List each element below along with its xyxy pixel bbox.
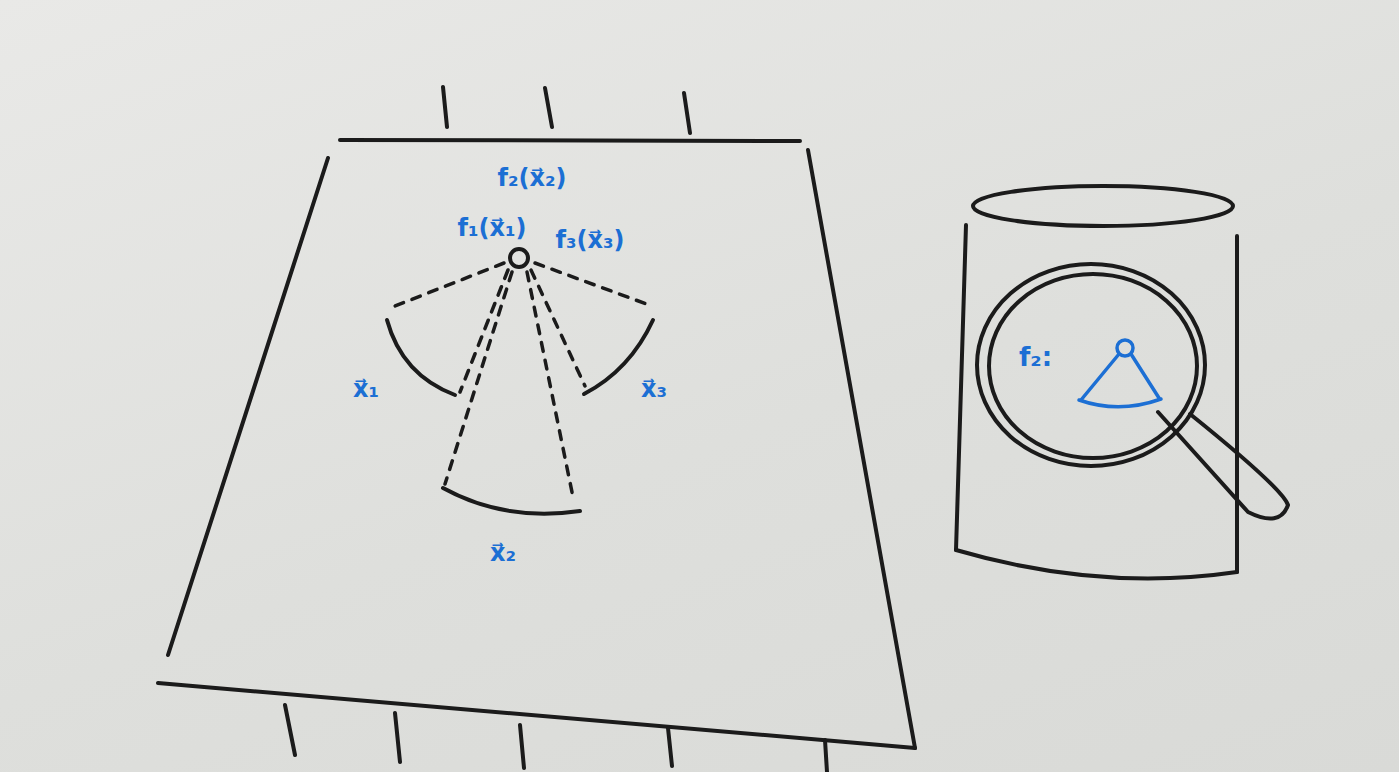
sheet-edge bbox=[158, 683, 915, 748]
function-label: f₁(x⃗₁) bbox=[458, 214, 527, 243]
vector-label: x⃗₁ bbox=[353, 375, 379, 404]
cone-icon bbox=[1079, 340, 1161, 407]
cone-arc bbox=[387, 320, 455, 395]
tick-marks bbox=[443, 87, 690, 133]
sheet-edge bbox=[340, 140, 800, 141]
cone-edge bbox=[395, 263, 504, 306]
lens-outline bbox=[975, 262, 1207, 468]
lens-label: f₂: bbox=[1019, 342, 1052, 373]
cone-edge bbox=[535, 263, 652, 306]
sheet-edge bbox=[808, 150, 915, 748]
cone-edge bbox=[460, 270, 508, 392]
lens-rim bbox=[977, 264, 1205, 466]
cylinder-bottom bbox=[956, 550, 1237, 578]
cone-arc bbox=[443, 488, 580, 514]
cylinder-top bbox=[973, 186, 1233, 226]
cone-edge bbox=[527, 272, 573, 497]
vector-label: x⃗₃ bbox=[641, 375, 667, 404]
cylinder-side bbox=[1235, 236, 1239, 572]
function-label: f₃(x⃗₃) bbox=[556, 226, 625, 255]
cone-edge bbox=[445, 272, 512, 484]
magnifier-lens: f₂: bbox=[975, 262, 1207, 468]
tick-marks bbox=[285, 705, 827, 772]
origin-point bbox=[510, 249, 528, 267]
cone-edge bbox=[531, 270, 585, 386]
vector-label: x⃗₂ bbox=[490, 539, 516, 568]
function-label: f₂(x⃗₂) bbox=[498, 164, 567, 193]
sheet-edge bbox=[168, 158, 328, 655]
lens-rim bbox=[989, 274, 1197, 458]
cylinder-side bbox=[956, 225, 966, 550]
